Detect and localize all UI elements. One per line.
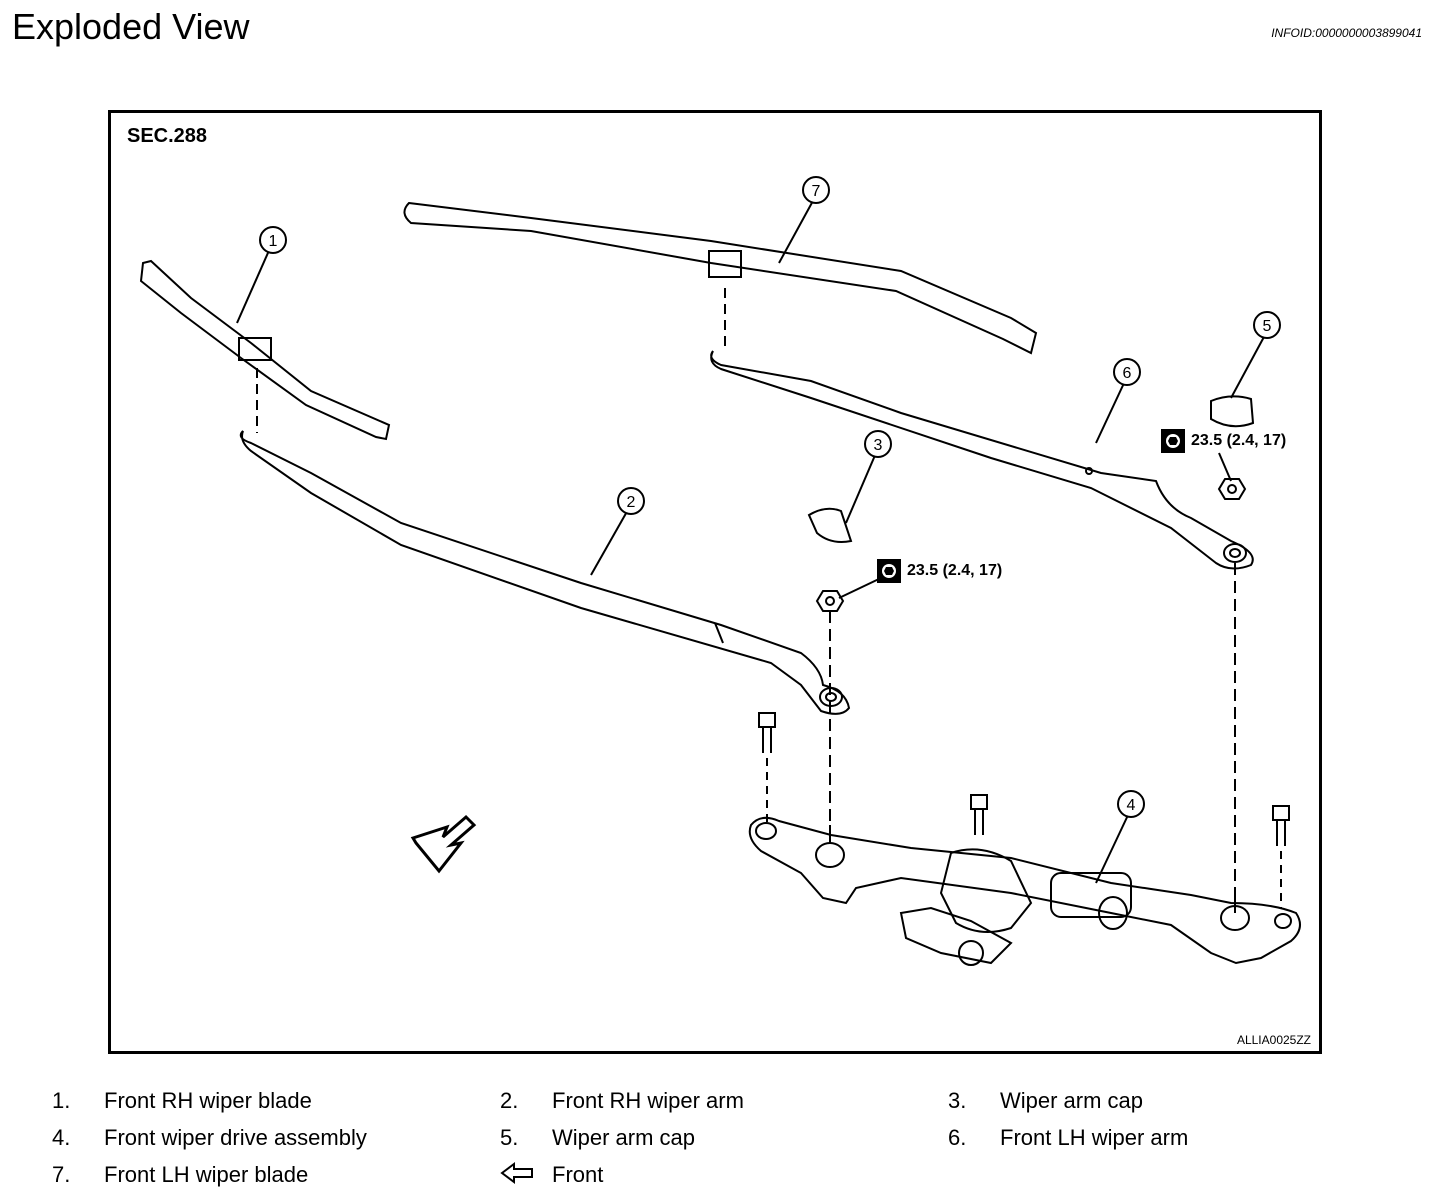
callout-number-5: 5 <box>1263 318 1272 335</box>
front-wiper-drive-assembly-drawing <box>748 816 1301 966</box>
front-lh-wiper-blade-drawing <box>403 201 1038 355</box>
wiper-arm-cap-3-drawing <box>807 507 853 543</box>
legend-item: 3. Wiper arm cap <box>948 1088 1143 1114</box>
front-lh-wiper-arm-drawing <box>710 350 1254 570</box>
legend-label: Front RH wiper arm <box>552 1088 744 1113</box>
callout-circle-7 <box>802 176 830 204</box>
legend-label: Front wiper drive assembly <box>104 1125 367 1150</box>
callout-number-4: 4 <box>1127 797 1136 814</box>
exploded-view-figure: SEC.288 ALLIA0025ZZ <box>108 110 1322 1054</box>
callout-circle-6 <box>1113 358 1141 386</box>
callout-leaders <box>236 198 1266 884</box>
callout-number-2: 2 <box>627 494 636 511</box>
callout-circle-5 <box>1253 311 1281 339</box>
legend-number: 5. <box>500 1125 519 1150</box>
legend-number: 7. <box>52 1162 71 1187</box>
legend-label: Wiper arm cap <box>1000 1088 1144 1113</box>
figure-code: ALLIA0025ZZ <box>1236 1033 1311 1047</box>
nut-rh-drawing <box>815 590 845 843</box>
torque-spec-lh: 23.5 (2.4, 17) <box>1161 429 1286 453</box>
front-rh-wiper-arm-drawing <box>239 430 851 715</box>
section-label: SEC.288 <box>127 125 208 147</box>
legend-label: Front RH wiper blade <box>104 1088 312 1113</box>
front-rh-wiper-blade-drawing <box>139 259 391 441</box>
callout-number-6: 6 <box>1123 365 1132 382</box>
callout-number-3: 3 <box>874 437 883 454</box>
wiper-diagram: 1 2 3 4 5 6 7 <box>139 176 1301 966</box>
callout-circle-1 <box>259 226 287 254</box>
legend-label: Front LH wiper arm <box>1000 1125 1189 1150</box>
bolt-left-drawing <box>758 712 776 823</box>
legend-item: 1. Front RH wiper blade <box>52 1088 312 1114</box>
front-arrow-drawing <box>410 814 477 874</box>
legend-item: 4. Front wiper drive assembly <box>52 1125 367 1151</box>
callout-circle-3 <box>864 430 892 458</box>
legend-number: 2. <box>500 1088 519 1113</box>
callout-number-1: 1 <box>269 233 278 250</box>
legend-item: 6. Front LH wiper arm <box>948 1125 1188 1151</box>
nut-lh-drawing <box>1217 478 1247 913</box>
callout-circle-4 <box>1117 790 1145 818</box>
legend-label: Front <box>552 1162 604 1187</box>
bolt-right-drawing <box>1272 805 1290 908</box>
wiper-arm-cap-5-drawing <box>1210 395 1255 428</box>
legend-item: 7. Front LH wiper blade <box>52 1162 308 1188</box>
torque-value: 23.5 (2.4, 17) <box>907 562 1003 579</box>
callout-number-7: 7 <box>812 183 821 200</box>
legend-item: 2. Front RH wiper arm <box>500 1088 744 1114</box>
legend-number: 4. <box>52 1125 71 1150</box>
legend-item: 5. Wiper arm cap <box>500 1125 695 1151</box>
legend-item: Front <box>500 1162 603 1190</box>
legend-number: 6. <box>948 1125 967 1150</box>
legend-number: 3. <box>948 1088 967 1113</box>
info-id: INFOID:0000000003899041 <box>1271 26 1422 40</box>
front-arrow-icon <box>500 1162 552 1190</box>
torque-value: 23.5 (2.4, 17) <box>1191 432 1287 449</box>
legend-label: Wiper arm cap <box>552 1125 696 1150</box>
bolt-middle-drawing <box>970 794 988 835</box>
torque-wrench-icon <box>1161 429 1185 453</box>
legend-label: Front LH wiper blade <box>104 1162 309 1187</box>
callout-circle-2 <box>617 487 645 515</box>
torque-wrench-icon <box>877 559 901 583</box>
page-title: Exploded View <box>12 6 250 47</box>
torque-spec-rh: 23.5 (2.4, 17) <box>877 559 1002 583</box>
legend-number: 1. <box>52 1088 71 1113</box>
